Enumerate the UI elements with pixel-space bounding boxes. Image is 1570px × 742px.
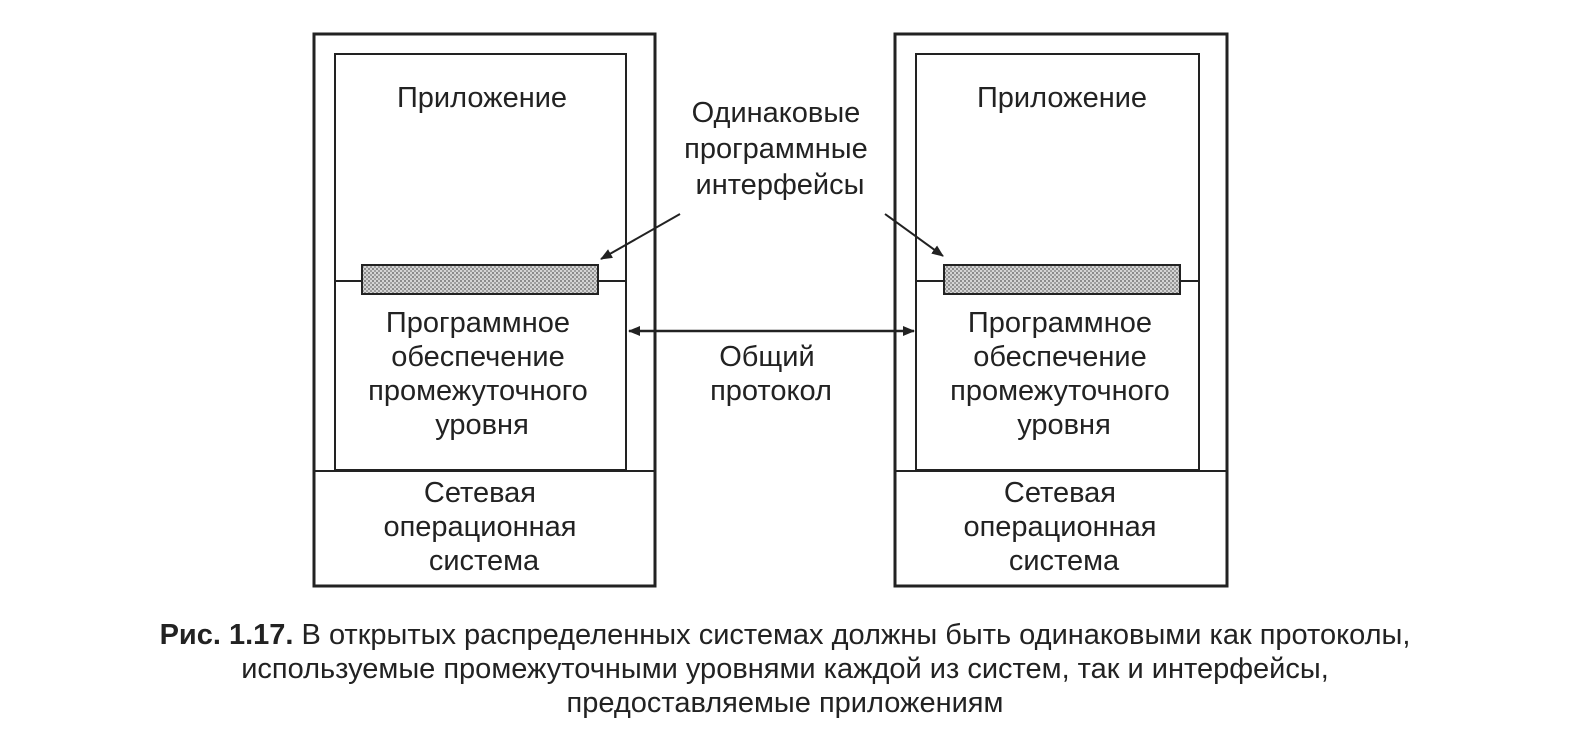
open-distributed-systems-diagram: Приложение Программное обеспечение проме… [312,32,1229,588]
left-middleware-label-line: обеспечение [391,341,565,373]
left-system-outer-box [312,32,657,588]
right-middleware-label: Программное обеспечение промежуточного у… [950,307,1178,441]
interfaces-label-line: Одинаковые [692,97,861,129]
right-system: Приложение Программное обеспечение проме… [893,32,1229,588]
left-network-os-label: Сетевая операционная система [383,477,584,577]
caption-line: предоставляемые приложениям [566,687,1004,719]
interfaces-label-line: программные [684,133,868,165]
right-middleware-label-line: уровня [1017,409,1111,441]
left-middleware-label-line: промежуточного [368,375,588,407]
right-middleware-label-line: Программное [968,307,1152,339]
interfaces-label-line: интерфейсы [696,169,865,201]
right-interface-bar [943,264,1181,295]
left-system: Приложение Программное обеспечение проме… [312,32,657,588]
right-network-os-label-line: операционная [963,511,1156,543]
figure-label: Рис. 1.17. [159,619,294,651]
right-middleware-box [915,53,1200,471]
right-middleware-label-line: обеспечение [973,341,1147,373]
protocol-label-line: протокол [710,375,832,407]
right-network-os-label-line: система [1009,545,1120,577]
left-interface-arrow [600,213,681,260]
left-network-os-label-line: Сетевая [424,477,536,509]
left-application-label: Приложение [397,82,567,114]
interfaces-label: Одинаковые программные интерфейсы [684,97,876,201]
left-network-os-label-line: операционная [383,511,576,543]
left-interface-bar [361,264,599,295]
right-system-outer-box [893,32,1229,588]
protocol-label: Общий протокол [710,341,832,407]
left-middleware-box [334,53,627,471]
left-middleware-label: Программное обеспечение промежуточного у… [368,307,596,441]
right-interface-arrow [884,213,944,257]
left-middleware-label-line: Программное [386,307,570,339]
left-middleware-label-line: уровня [435,409,529,441]
caption-text: В открытых распределенных системах должн… [293,619,1411,651]
right-application-label: Приложение [977,82,1147,114]
left-network-os-label-line: система [429,545,540,577]
right-network-os-label-line: Сетевая [1004,477,1116,509]
right-network-os-label: Сетевая операционная система [963,477,1164,577]
protocol-label-line: Общий [719,341,814,373]
figure-caption: Рис. 1.17. В открытых распределенных сис… [0,618,1570,720]
caption-line: Рис. 1.17. В открытых распределенных сис… [0,618,1570,652]
right-middleware-label-line: промежуточного [950,375,1170,407]
caption-line: используемые промежуточными уровнями каж… [241,653,1329,685]
